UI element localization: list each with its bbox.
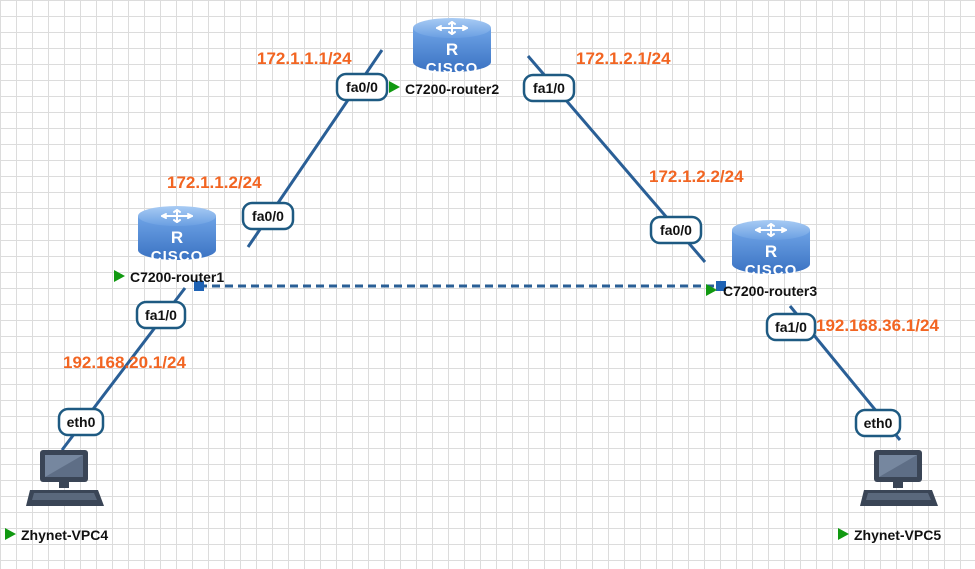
port-label: eth0 bbox=[864, 415, 893, 431]
router-r1-logo-letter: R bbox=[171, 228, 183, 247]
port-r1-fa1-0[interactable]: fa1/0 bbox=[135, 300, 187, 330]
ip-label-r1-fa1-0[interactable]: 192.168.20.1/24 bbox=[63, 353, 186, 372]
router-r3-name: C7200-router3 bbox=[723, 283, 817, 299]
ip-label-r2-fa0-0[interactable]: 172.1.1.1/24 bbox=[257, 49, 352, 68]
ip-label-r1-fa0-0[interactable]: 172.1.1.2/24 bbox=[167, 173, 262, 192]
run-indicator-vpc4-icon bbox=[5, 528, 16, 540]
port-label: fa0/0 bbox=[346, 79, 378, 95]
pc-vpc4[interactable] bbox=[26, 450, 104, 506]
port-label: fa1/0 bbox=[533, 80, 565, 96]
port-label: eth0 bbox=[67, 414, 96, 430]
port-r2-fa1-0[interactable]: fa1/0 bbox=[522, 73, 576, 103]
router-r3[interactable]: R CISCO bbox=[731, 219, 811, 279]
run-indicator-r1-icon bbox=[114, 270, 125, 282]
ip-label-r3-fa1-0[interactable]: 192.168.36.1/24 bbox=[816, 316, 939, 335]
router-r2[interactable]: R CISCO bbox=[412, 17, 492, 77]
ip-label-r2-fa1-0[interactable]: 172.1.2.1/24 bbox=[576, 49, 671, 68]
router-r1[interactable]: R CISCO bbox=[137, 205, 217, 265]
router-r2-logo-text: CISCO bbox=[426, 60, 479, 77]
port-r2-fa0-0[interactable]: fa0/0 bbox=[335, 72, 389, 102]
router-r2-name: C7200-router2 bbox=[405, 81, 499, 97]
run-indicator-r2-icon bbox=[389, 81, 400, 93]
port-label: fa0/0 bbox=[660, 222, 692, 238]
router-r1-name: C7200-router1 bbox=[130, 269, 224, 285]
pc-vpc5-name: Zhynet-VPC5 bbox=[854, 527, 941, 543]
port-vpc5-eth0[interactable]: eth0 bbox=[854, 408, 902, 438]
pc-vpc5[interactable] bbox=[860, 450, 938, 506]
run-indicator-vpc5-icon bbox=[838, 528, 849, 540]
router-r3-logo-letter: R bbox=[765, 242, 777, 261]
link-endpoint-r3[interactable] bbox=[716, 281, 726, 291]
port-r3-fa1-0[interactable]: fa1/0 bbox=[765, 312, 817, 342]
router-r2-logo-letter: R bbox=[446, 40, 458, 59]
port-label: fa1/0 bbox=[775, 319, 807, 335]
port-vpc4-eth0[interactable]: eth0 bbox=[57, 407, 105, 437]
pc-vpc4-name: Zhynet-VPC4 bbox=[21, 527, 108, 543]
link-endpoint-r1[interactable] bbox=[194, 281, 204, 291]
router-r3-logo-text: CISCO bbox=[745, 262, 798, 279]
port-r3-fa0-0[interactable]: fa0/0 bbox=[649, 215, 703, 245]
port-label: fa0/0 bbox=[252, 208, 284, 224]
ip-label-r3-fa0-0[interactable]: 172.1.2.2/24 bbox=[649, 167, 744, 186]
router-r1-logo-text: CISCO bbox=[151, 248, 204, 265]
port-label: fa1/0 bbox=[145, 307, 177, 323]
port-r1-fa0-0[interactable]: fa0/0 bbox=[241, 201, 295, 231]
run-indicator-r3-icon bbox=[706, 284, 717, 296]
